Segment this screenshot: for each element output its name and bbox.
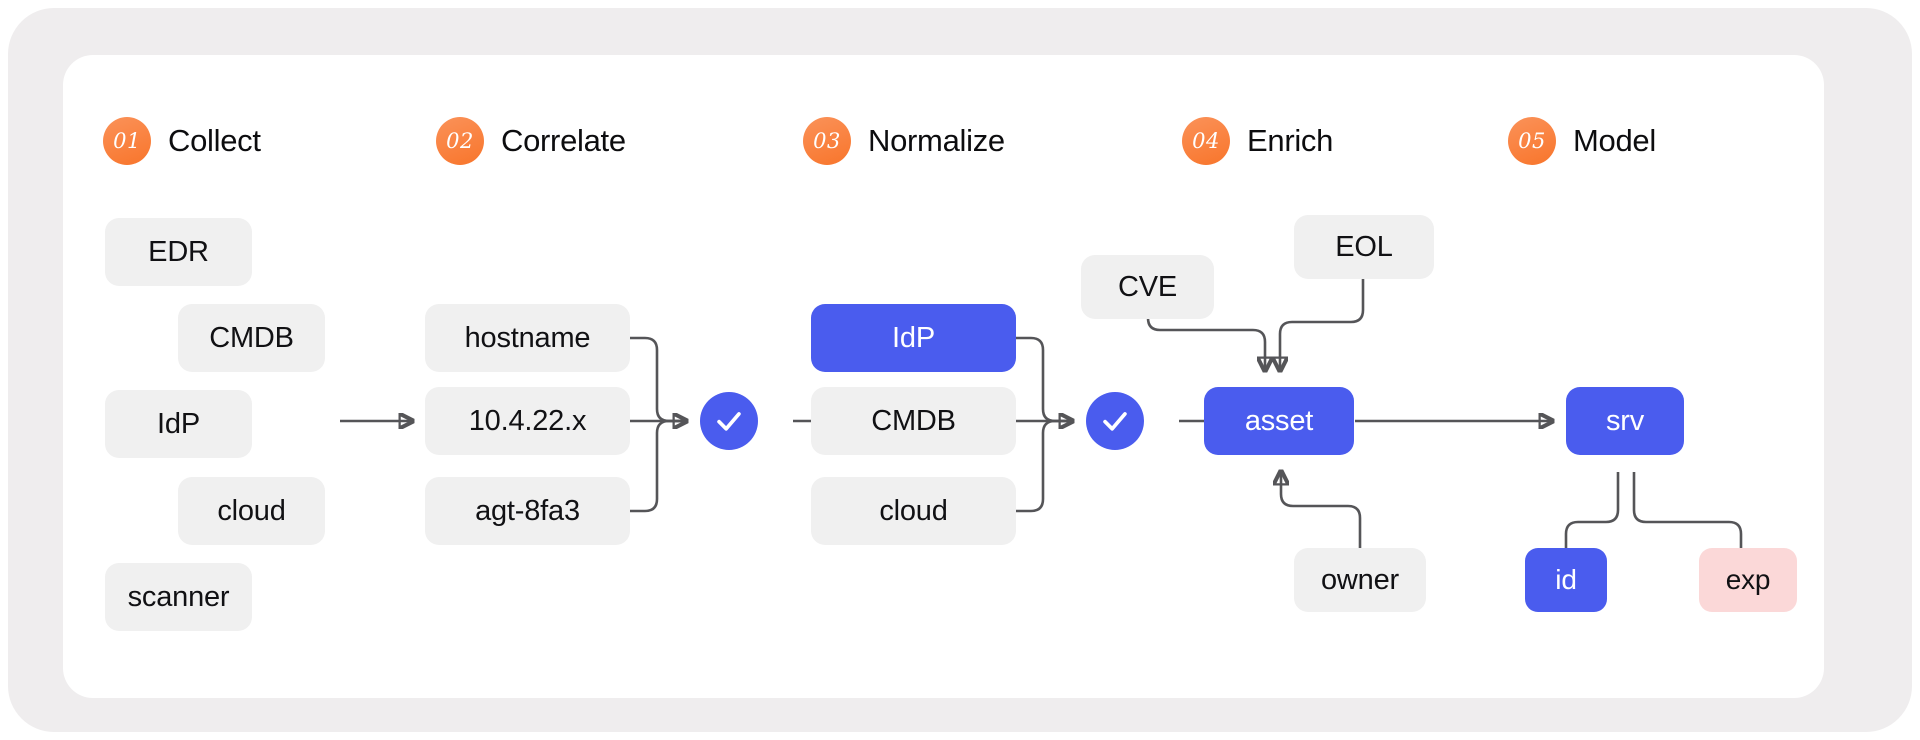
node-collect-idp[interactable]: IdP [105,390,252,458]
node-normalize-cmdb[interactable]: CMDB [811,387,1016,455]
node-enrich-owner[interactable]: owner [1294,548,1426,612]
node-correlate-agent[interactable]: agt-8fa3 [425,477,630,545]
node-model-srv[interactable]: srv [1566,387,1684,455]
node-model-id[interactable]: id [1525,548,1607,612]
connector-owner-to-asset [1281,472,1362,548]
step-header-correlate: 02 Correlate [436,117,626,165]
step-title-enrich: Enrich [1247,123,1334,158]
check-icon [717,412,741,431]
check-gate-1[interactable] [700,392,758,450]
step-title-collect: Collect [168,123,261,158]
connector-eol-to-asset [1280,279,1365,370]
node-collect-cmdb[interactable]: CMDB [178,304,325,372]
node-model-exp[interactable]: exp [1699,548,1797,612]
step-header-model: 05 Model [1508,117,1656,165]
check-gate-2[interactable] [1086,392,1144,450]
step-badge-02: 02 [436,117,484,165]
node-correlate-ip[interactable]: 10.4.22.x [425,387,630,455]
connector-hostname-to-gate1 [630,336,686,423]
connector-srv-to-id [1564,472,1620,550]
node-enrich-asset[interactable]: asset [1204,387,1354,455]
node-correlate-hostname[interactable]: hostname [425,304,630,372]
step-title-normalize: Normalize [868,123,1005,158]
node-collect-scanner[interactable]: scanner [105,563,252,631]
connector-idp-to-gate2 [1016,336,1072,423]
node-enrich-cve[interactable]: CVE [1081,255,1214,319]
step-badge-01: 01 [103,117,151,165]
step-title-correlate: Correlate [501,123,626,158]
step-badge-05: 05 [1508,117,1556,165]
node-normalize-cloud[interactable]: cloud [811,477,1016,545]
connector-agent-to-gate1 [630,419,686,513]
step-header-enrich: 04 Enrich [1182,117,1333,165]
node-collect-edr[interactable]: EDR [105,218,252,286]
step-badge-04: 04 [1182,117,1230,165]
step-header-collect: 01 Collect [103,117,261,165]
connector-cloud-to-gate2 [1016,419,1072,513]
check-icon [1103,412,1127,431]
step-title-model: Model [1573,123,1656,158]
connector-srv-to-exp [1632,472,1743,550]
step-header-normalize: 03 Normalize [803,117,1005,165]
node-normalize-idp[interactable]: IdP [811,304,1016,372]
step-badge-03: 03 [803,117,851,165]
node-collect-cloud[interactable]: cloud [178,477,325,545]
node-enrich-eol[interactable]: EOL [1294,215,1434,279]
